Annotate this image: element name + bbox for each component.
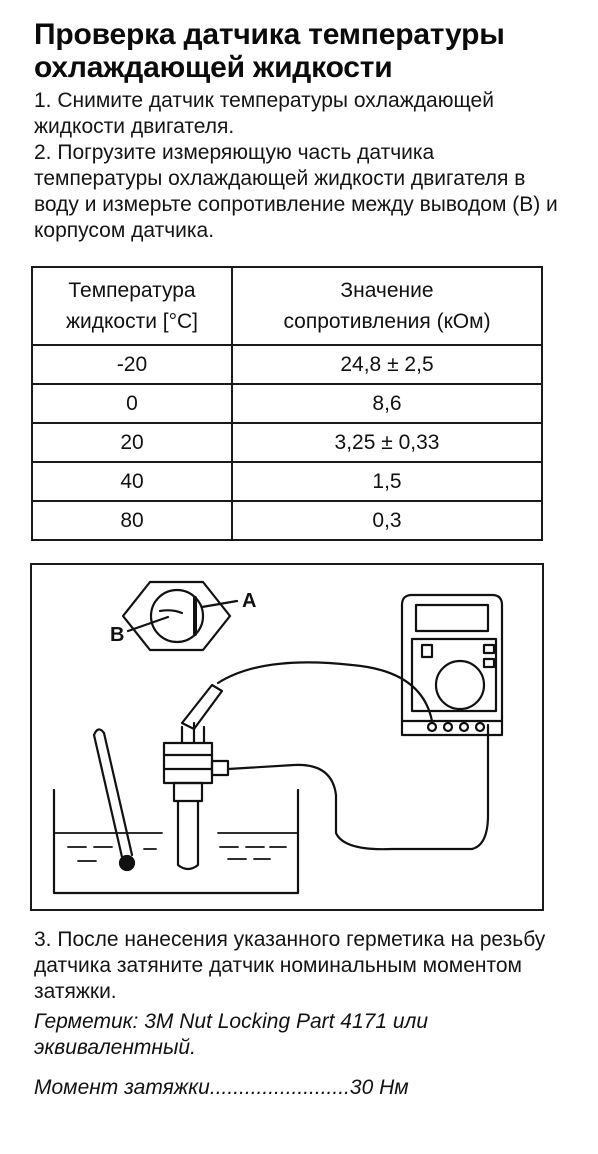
step-3-text: 3. После нанесения указанного герметика … — [34, 928, 546, 1003]
cell-temperature: 80 — [31, 500, 233, 541]
cell-resistance: 1,5 — [231, 461, 543, 502]
multimeter — [400, 593, 504, 737]
header-resistance-line2: сопротивления (кОм) — [283, 310, 491, 333]
header-temperature: Температура жидкости [°С] — [31, 266, 233, 346]
header-temperature-line1: Температура — [68, 279, 196, 302]
cell-resistance: 24,8 ± 2,5 — [231, 344, 543, 385]
cell-temperature: 20 — [31, 422, 233, 463]
step-2-text: 2. Погрузите измеряющую часть датчика те… — [34, 141, 558, 242]
table-row: 40 1,5 — [31, 461, 543, 502]
torque-spec: Момент затяжки........................30… — [34, 1075, 564, 1101]
resistance-table: Температура жидкости [°С] Значение сопро… — [31, 266, 543, 541]
leader-line-a — [200, 599, 239, 609]
water-surface — [53, 832, 299, 862]
sealant-note: Герметик: 3M Nut Locking Part 4171 или э… — [34, 1010, 429, 1059]
table-row: 80 0,3 — [31, 500, 543, 541]
sensor-face-circle — [149, 588, 205, 644]
thermometer — [92, 728, 136, 872]
cell-temperature: -20 — [31, 344, 233, 385]
table-row: 20 3,25 ± 0,33 — [31, 422, 543, 463]
cell-resistance: 0,3 — [231, 500, 543, 541]
test-lead-upper — [216, 661, 434, 723]
header-temperature-line2: жидкости [°С] — [65, 310, 199, 333]
cell-resistance: 3,25 ± 0,33 — [231, 422, 543, 463]
cell-resistance: 8,6 — [231, 383, 543, 424]
sensor-test-figure: A B — [30, 563, 544, 911]
table-header-row: Температура жидкости [°С] Значение сопро… — [31, 266, 543, 346]
temperature-sensor-body — [162, 721, 230, 871]
test-lead-lower — [226, 723, 490, 851]
sensor-test-illustration: A B — [52, 580, 504, 895]
torque-leader-dots: ........................ — [209, 1076, 350, 1099]
section-heading: Проверка датчика температуры охлаждающей… — [34, 18, 505, 84]
table-row: -20 24,8 ± 2,5 — [31, 344, 543, 385]
water-container — [52, 788, 300, 895]
step-1-text: 1. Снимите датчик температуры охлаждающе… — [34, 89, 494, 138]
sensor-hex-top-view — [121, 580, 232, 652]
probe-plug — [180, 683, 224, 731]
torque-value: 30 Нм — [349, 1076, 409, 1099]
label-terminal-b: B — [110, 624, 124, 646]
header-resistance-line1: Значение — [340, 279, 434, 302]
label-terminal-a: A — [242, 590, 256, 612]
cell-temperature: 40 — [31, 461, 233, 502]
cell-temperature: 0 — [31, 383, 233, 424]
torque-label: Момент затяжки — [34, 1076, 210, 1099]
table-row: 0 8,6 — [31, 383, 543, 424]
leader-line-b — [126, 615, 170, 633]
header-resistance: Значение сопротивления (кОм) — [231, 266, 543, 346]
